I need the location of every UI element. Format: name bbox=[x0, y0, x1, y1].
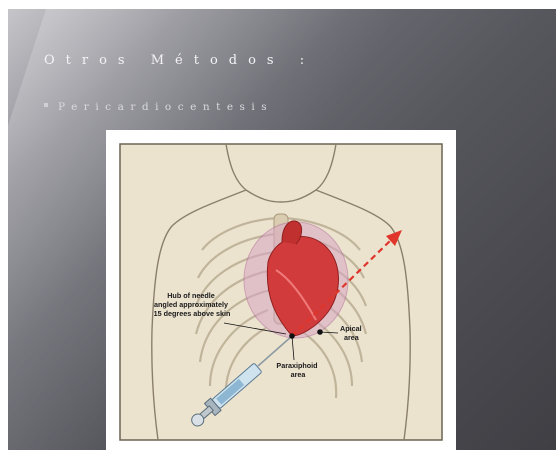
bullet-text: Pericardiocentesis bbox=[58, 101, 273, 113]
bullet-square-icon bbox=[44, 103, 48, 107]
slide: Otros Métodos : Pericardiocentesis bbox=[8, 9, 556, 450]
apical-line-2: area bbox=[344, 333, 360, 342]
slide-title: Otros Métodos : bbox=[44, 53, 315, 68]
illustration-svg: Hub of needle angled approximately 15 de… bbox=[106, 130, 456, 450]
apical-line-1: Apical bbox=[340, 324, 362, 333]
hub-line-1: Hub of needle bbox=[167, 291, 215, 300]
hub-line-2: angled approximately bbox=[154, 300, 228, 309]
paraxiphoid-line-2: area bbox=[291, 370, 307, 379]
paraxiphoid-line-1: Paraxiphoid bbox=[276, 361, 317, 370]
pericardiocentesis-illustration: Hub of needle angled approximately 15 de… bbox=[106, 130, 456, 450]
hub-line-3: 15 degrees above skin bbox=[154, 309, 231, 318]
bullet-item: Pericardiocentesis bbox=[44, 101, 273, 113]
